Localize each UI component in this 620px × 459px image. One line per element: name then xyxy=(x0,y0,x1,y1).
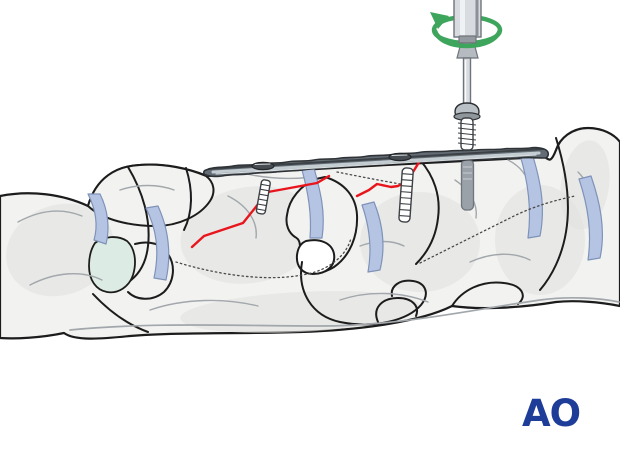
bone-edge xyxy=(92,293,149,333)
fracture-trace-dotted-1 xyxy=(175,237,352,279)
ligament-band-1 xyxy=(87,193,109,245)
carpal-bone-upper-left xyxy=(87,163,215,227)
bones-group xyxy=(0,126,620,340)
bone-contour xyxy=(17,210,83,223)
plate-highlight xyxy=(211,151,541,174)
screw-1 xyxy=(255,179,271,215)
rotation-arrow-front xyxy=(432,27,503,49)
ligament-band-4 xyxy=(361,201,384,273)
bone-edge xyxy=(451,281,524,307)
screwdriver-shaft xyxy=(462,57,472,106)
ligament-band-6 xyxy=(578,175,604,261)
bone-contour xyxy=(469,253,531,263)
joint-space xyxy=(295,239,336,276)
plate-screw-head-2 xyxy=(388,152,412,162)
bone-edge xyxy=(126,166,150,284)
rotation-arrow-icon xyxy=(430,12,449,29)
bone-shading xyxy=(6,203,114,297)
bone-shading xyxy=(360,192,480,292)
bone-contour xyxy=(359,240,405,247)
ligament-band-5 xyxy=(518,149,544,239)
plate-screw-head-highlight xyxy=(254,163,271,166)
plate-screw-head-1 xyxy=(251,161,275,171)
bone-contour xyxy=(29,272,103,286)
screw-3-in-bone xyxy=(460,159,475,211)
fixation-plate xyxy=(202,146,550,178)
screw-2 xyxy=(398,167,414,223)
bone-shading xyxy=(180,186,320,284)
screwdriver-collar xyxy=(458,35,477,44)
bone-contour xyxy=(119,184,175,191)
plate-screw-head-highlight xyxy=(391,154,408,157)
cartilage-region xyxy=(88,236,136,294)
screwdriver xyxy=(430,0,503,151)
bone-shading xyxy=(180,291,420,333)
ao-logo: AO xyxy=(522,392,581,435)
handle-highlight xyxy=(460,0,465,37)
bone-edge xyxy=(127,241,174,300)
screw-on-driver xyxy=(453,102,481,151)
bone-shading xyxy=(495,185,585,295)
bone-edge-metacarpal-base xyxy=(539,137,569,291)
bone-edge xyxy=(375,296,418,323)
plate-highlight-thin xyxy=(215,154,537,175)
bone-contour xyxy=(339,292,429,303)
bone-contour xyxy=(149,299,259,311)
fracture-trace-dotted-2 xyxy=(419,195,576,264)
bone-edge xyxy=(183,167,193,231)
volar-cortex-contour xyxy=(69,297,620,331)
bone-edge xyxy=(415,159,440,265)
ligament-band-2 xyxy=(145,205,170,281)
